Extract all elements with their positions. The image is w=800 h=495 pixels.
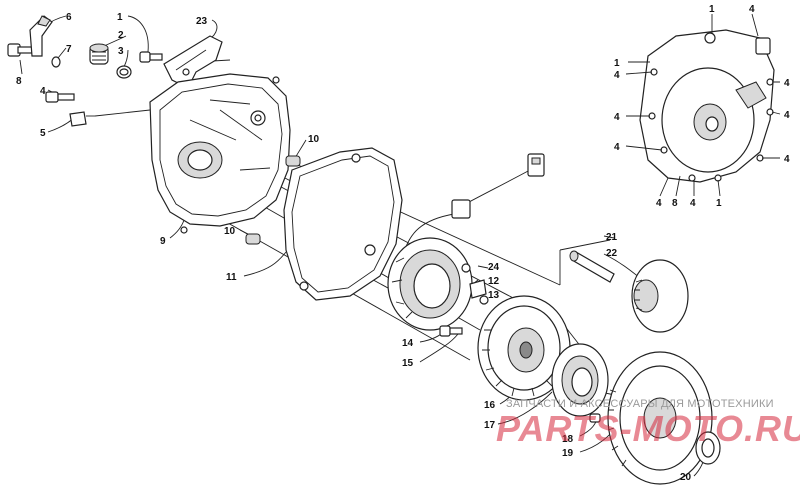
washer-part-20 (695, 431, 721, 465)
inset-callout-4-left-b: 4 (614, 112, 620, 123)
callout-23: 23 (196, 16, 208, 27)
callout-8: 8 (16, 76, 22, 87)
inset-callout-4-bottom-b: 4 (690, 198, 696, 209)
starter-clutch-part-17 (551, 343, 609, 417)
inset-callout-4-right-b: 4 (784, 110, 790, 121)
callout-10-lower: 10 (224, 226, 236, 237)
watermark-caption: ЗАПЧАСТИ И АКСЕССУАРЫ ДЛЯ МОТОТЕХНИКИ (506, 398, 774, 410)
watermark-brand: PARTS-MOTO.RU (496, 408, 800, 449)
stator-part-14 (387, 237, 473, 331)
inset-callout-1-bottom: 1 (716, 198, 722, 209)
callout-16: 16 (484, 400, 496, 411)
bolt-part-4 (45, 91, 75, 103)
callout-3: 3 (118, 46, 124, 57)
wiring-harness (403, 153, 545, 253)
callout-labels: 6 1 23 2 3 7 8 4 5 10 9 10 11 21 22 24 1… (16, 4, 790, 483)
inset-callout-1-top: 1 (709, 4, 715, 15)
callout-20: 20 (680, 472, 692, 483)
idler-gear-part-22 (631, 259, 689, 333)
inset-callout-8-bottom: 8 (672, 198, 678, 209)
clip-part-5 (69, 111, 87, 127)
screw-part-8 (7, 43, 35, 57)
callout-5: 5 (40, 128, 46, 139)
shaft-part-21 (569, 250, 615, 283)
callout-10-upper: 10 (308, 134, 320, 145)
inset-callout-4-right-a: 4 (784, 78, 790, 89)
plug-part-2 (89, 43, 109, 65)
callout-11: 11 (226, 272, 237, 283)
callout-15: 15 (402, 358, 414, 369)
gasket-part-11 (283, 147, 403, 301)
callout-17: 17 (484, 420, 496, 431)
callout-19: 19 (562, 448, 574, 459)
dowel-pin-part-10-lower (245, 233, 261, 245)
inset-callout-4-left-c: 4 (614, 142, 620, 153)
dowel-pin-part-10-upper (285, 155, 301, 167)
screw-part-13 (479, 295, 489, 305)
callout-24: 24 (488, 262, 500, 273)
callout-13: 13 (488, 290, 500, 301)
inset-callout-4-right-c: 4 (784, 154, 790, 165)
o-ring-part-7 (51, 56, 61, 68)
starter-gear-part-19 (607, 351, 713, 485)
flywheel-part-16 (477, 295, 571, 401)
inset-callout-4-bottom-a: 4 (656, 198, 662, 209)
screw-part-24 (461, 263, 471, 273)
callout-2: 2 (118, 30, 124, 41)
inset-callout-4-left-a: 4 (614, 70, 620, 81)
inset-assembled-cover (625, 13, 781, 197)
callout-9: 9 (160, 236, 166, 247)
callout-21: 21 (606, 232, 618, 243)
bolt-part-18 (589, 413, 601, 423)
screw-part-15 (439, 325, 463, 337)
elbow-fitting-part-6 (29, 15, 53, 57)
callout-14: 14 (402, 338, 414, 349)
pickup-bracket-part-12 (469, 279, 487, 299)
inset-callout-1-left: 1 (614, 58, 620, 69)
callout-6: 6 (66, 12, 72, 23)
inset-callout-4-top: 4 (749, 4, 755, 15)
o-ring-part-3 (116, 65, 132, 79)
stator-cover-part-9 (149, 73, 291, 234)
callout-7: 7 (66, 44, 72, 55)
bolt-part-1 (139, 51, 163, 63)
callout-1: 1 (117, 12, 123, 23)
callout-12: 12 (488, 276, 500, 287)
bracket-part-23 (163, 35, 223, 89)
callout-18: 18 (562, 434, 574, 445)
callout-22: 22 (606, 248, 618, 259)
callout-4: 4 (40, 86, 46, 97)
